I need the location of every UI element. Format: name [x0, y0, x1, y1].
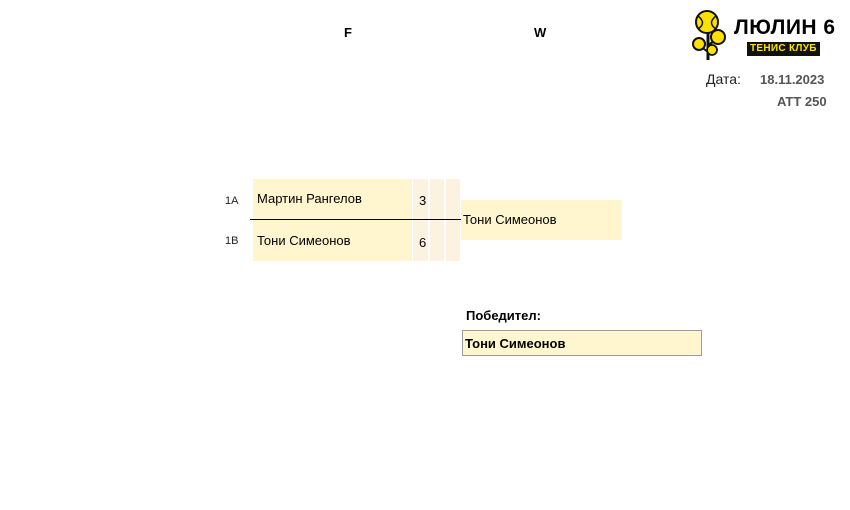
club-logo: [690, 10, 840, 62]
date-label: Дата:: [706, 71, 741, 87]
player1-cell: [253, 179, 412, 219]
match-divider-line: [250, 219, 461, 220]
logo-subtitle: ТЕНИС КЛУБ: [747, 42, 820, 56]
winner-slot-cell: [461, 200, 622, 240]
winner-slot-name: Тони Симеонов: [463, 212, 557, 227]
player2-cell: [253, 220, 412, 261]
seed-label-1b: 1B: [225, 235, 239, 247]
column-header-winner: W: [534, 25, 547, 40]
player1-score: 3: [419, 193, 427, 208]
date-value: 18.11.2023: [760, 72, 825, 87]
column-header-final: F: [344, 25, 352, 40]
champion-box: [462, 330, 702, 356]
score-column-3: [446, 179, 460, 261]
champion-name: Тони Симеонов: [465, 336, 566, 351]
champion-label: Победител:: [466, 308, 541, 323]
tennis-ball-tree-icon: [692, 10, 726, 60]
player2-score: 6: [419, 235, 427, 250]
player1-name: Мартин Рангелов: [257, 191, 362, 206]
logo-title: ЛЮЛИН 6: [734, 16, 836, 39]
seed-label-1a: 1A: [225, 195, 239, 207]
score-column-2: [430, 179, 444, 261]
score-column-1: [413, 179, 428, 261]
player2-name: Тони Симеонов: [257, 233, 351, 248]
event-code: ATT 250: [777, 94, 827, 109]
